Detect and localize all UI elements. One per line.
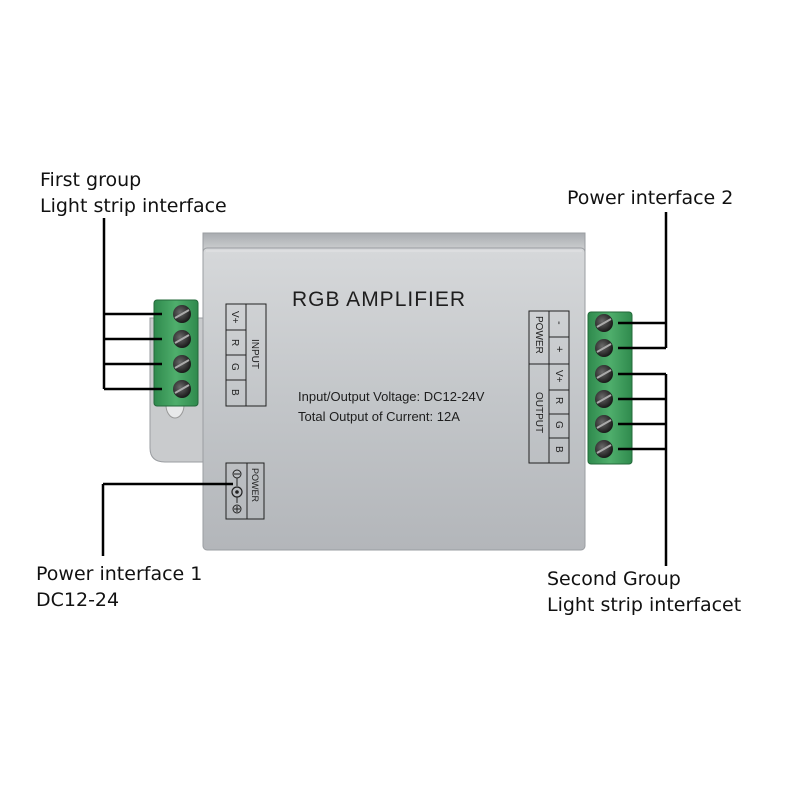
screw-left-1 [173,305,191,323]
callout-first-group: First group Light strip interface [40,167,227,219]
power-pin-minus: - [553,321,565,325]
output-pin-v: V+ [553,370,564,383]
screw-right-6 [595,440,613,458]
spec-voltage: Input/Output Voltage: DC12-24V [298,389,485,404]
callout-second-group-line1: Second Group [547,568,681,590]
leader-power-interface-1 [101,482,233,556]
callout-power-interface-2: Power interface 2 [567,185,733,211]
dc-jack-power-text: POWER [250,468,260,503]
leader-power-interface-2 [618,212,668,350]
terminal-block-right [587,311,633,465]
screw-right-5 [595,415,613,433]
output-header: OUTPUT [533,392,544,433]
output-pin-b: B [553,446,564,453]
screw-right-2 [595,339,613,357]
screw-left-3 [173,355,191,373]
power-header: POWER [533,316,544,354]
output-pin-r: R [553,397,564,404]
screw-right-1 [595,314,613,332]
input-pin-v: V+ [229,311,240,324]
callout-first-group-line2: Light strip interface [40,195,227,217]
callout-power-interface-2-line1: Power interface 2 [567,187,734,209]
input-label-table: INPUT V+ R G B [225,303,267,407]
screw-left-4 [173,380,191,398]
callout-power-interface-1: Power interface 1 DC12-24 [36,561,202,613]
callout-power-interface-1-line1: Power interface 1 [36,563,203,585]
leader-second-group [618,372,668,566]
terminal-block-left [153,299,199,407]
power-pin-plus: + [553,346,565,352]
input-pin-g: G [229,363,240,371]
device-title: RGB AMPLIFIER [292,288,466,311]
input-pin-r: R [229,339,240,346]
callout-second-group-line2: Light strip interfacet [547,594,742,616]
input-pin-b: B [229,389,240,396]
spec-current: Total Output of Current: 12A [298,409,460,424]
output-pin-g: G [553,421,564,429]
screw-left-2 [173,330,191,348]
screw-right-3 [595,365,613,383]
amplifier-housing [202,232,586,551]
dc-jack-label: POWER [225,462,265,520]
callout-power-interface-1-line2: DC12-24 [36,589,120,611]
output-label-table: POWER - + OUTPUT V+ R G B [528,310,570,464]
callout-first-group-line1: First group [40,169,142,191]
callout-second-group: Second Group Light strip interfacet [547,566,741,618]
dc-polarity-icon [231,469,243,514]
input-header: INPUT [249,339,260,369]
leader-first-group [102,218,162,391]
screw-right-4 [595,390,613,408]
